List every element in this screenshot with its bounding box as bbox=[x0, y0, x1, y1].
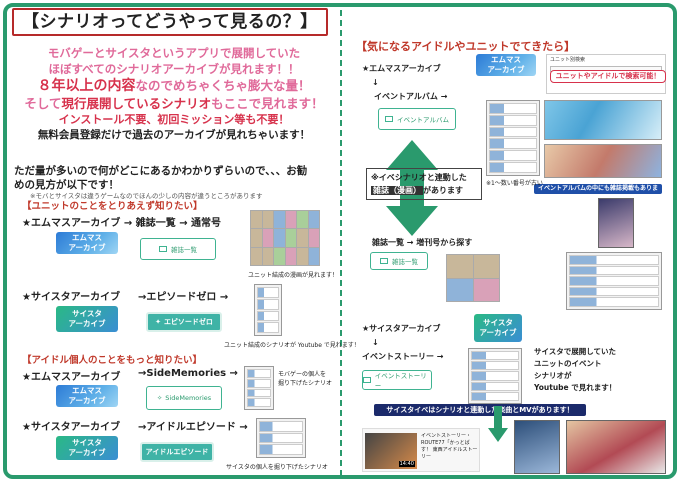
story-icon bbox=[363, 377, 371, 383]
step-event-story: イベントストーリー → bbox=[362, 352, 444, 361]
album-magazine-note: イベントアルバムの中にも雑誌掲載もあります！ bbox=[534, 184, 662, 202]
mmas-archive-button[interactable]: エムマス アーカイブ bbox=[56, 232, 118, 254]
row4-caption: サイスタの個人を掘り下げたシナリオ bbox=[226, 464, 328, 471]
row3-label-2: →SideMemories → bbox=[138, 368, 238, 379]
album-icon bbox=[385, 116, 394, 122]
star-icon: ✦ bbox=[155, 318, 161, 326]
step-saista-archive: ★サイスタアーカイブ bbox=[362, 324, 441, 333]
recommend-note: ※モバとサイスタは違うゲームなのでほんの少しの内容が違うところがあります bbox=[30, 192, 263, 200]
event-story-thumbnail bbox=[468, 348, 522, 404]
row2-label-2: →エピソードゼロ → bbox=[138, 292, 229, 303]
right-title: 【気になるアイドルやユニットでてきたら】 bbox=[356, 40, 576, 53]
youtube-card-title: イベントストーリー・ ROUTE77「かっとば す！ 東西アイドルストーリー bbox=[421, 433, 478, 460]
saista-archive-button-3[interactable]: サイスタ アーカイブ bbox=[474, 314, 522, 342]
episode-zero-thumbnail bbox=[254, 284, 282, 336]
down-arrow-icon bbox=[488, 406, 508, 442]
intro-line-5: インストール不要、初回ミッション等も不要！ bbox=[58, 113, 290, 126]
unit-list-thumbnail bbox=[566, 252, 662, 310]
saista-archive-button-2[interactable]: サイスタ アーカイブ bbox=[56, 436, 118, 460]
mmas-archive-button-2[interactable]: エムマス アーカイブ bbox=[56, 385, 118, 407]
magazine-list-button-2[interactable]: 雑誌一覧 bbox=[370, 252, 428, 270]
saista-archive-button[interactable]: サイスタ アーカイブ bbox=[56, 306, 118, 332]
event-story-button[interactable]: イベントストーリー bbox=[362, 370, 432, 390]
row2-label: ★サイスタアーカイブ bbox=[22, 292, 121, 303]
section-idol-heading: 【アイドル個人のことをもっと知りたい】 bbox=[22, 355, 203, 366]
row1-label: ★エムマスアーカイブ → 雑誌一覧 → 通常号 bbox=[22, 218, 222, 229]
section-unit-heading: 【ユニットのことをとりあえず知りたい】 bbox=[22, 201, 203, 212]
magazine-list-button[interactable]: 雑誌一覧 bbox=[140, 238, 216, 260]
sidememories-thumbnail bbox=[244, 366, 274, 410]
idol-episode-button[interactable]: アイドルエピソード bbox=[140, 442, 214, 462]
row3-label: ★エムマスアーカイブ bbox=[22, 372, 121, 383]
album-order-note: ※1～数い番号が古い bbox=[486, 180, 543, 187]
mv-note-bar: サイスタイベはシナリオと連動した楽曲とMVがあります！ bbox=[374, 404, 586, 416]
extra-issue-thumbnail bbox=[446, 254, 500, 302]
unit-search-label: ユニット別検索 bbox=[550, 57, 586, 63]
step-magazine-extra: 雑誌一覧 → 増刊号から探す bbox=[372, 238, 473, 247]
event-banner-1 bbox=[544, 100, 662, 140]
sidememories-button[interactable]: ✧SideMemories bbox=[146, 386, 222, 410]
search-callout: ユニットやアイドルで検索可能！ bbox=[550, 70, 666, 83]
intro-line-6: 無料会員登録だけで過去のアーカイブが見れちゃいます！ bbox=[37, 129, 311, 141]
row4-label: ★サイスタアーカイブ bbox=[22, 422, 121, 433]
magazine-grid-thumbnail bbox=[250, 210, 320, 266]
youtube-video-card[interactable]: 14:40 イベントストーリー・ ROUTE77「かっとば す！ 東西アイドルス… bbox=[362, 428, 480, 472]
center-divider bbox=[340, 10, 342, 476]
tie-in-magazine-note: ※イベシナリオと連動した 雑誌（漫画）があります bbox=[366, 168, 482, 200]
row1-caption: ユニット結成の漫画が見れます！ bbox=[248, 272, 339, 279]
event-banner-2 bbox=[544, 144, 662, 178]
event-album-list-thumbnail bbox=[486, 100, 540, 176]
event-album-button[interactable]: イベントアルバム bbox=[378, 108, 456, 130]
step-arrow-2: ↓ bbox=[372, 338, 379, 347]
youtube-thumbnail: 14:40 bbox=[365, 433, 417, 469]
mv-thumbnail-1 bbox=[514, 420, 560, 474]
youtube-duration: 14:40 bbox=[398, 461, 415, 467]
intro-line-4: そして現行展開しているシナリオもここで見れます！ bbox=[24, 96, 324, 111]
magazine-cover-thumbnail bbox=[598, 198, 634, 248]
idol-episode-thumbnail bbox=[256, 418, 306, 458]
row3-caption: モバゲーの個人を 掘り下げたシナリオ bbox=[278, 371, 333, 387]
row2-caption: ユニット結成のシナリオが Youtube で見れます！ bbox=[224, 342, 360, 349]
step-event-album: イベントアルバム → bbox=[374, 92, 448, 101]
mmas-archive-button-3[interactable]: エムマス アーカイブ bbox=[476, 54, 536, 76]
book-icon-2 bbox=[380, 258, 388, 264]
intro-line-2: ほぼすべてのシナリオアーカイブが見れます！！ bbox=[48, 62, 300, 76]
youtube-note: サイスタで展開していた ユニットのイベント シナリオが Youtube で見れま… bbox=[534, 347, 617, 392]
intro-block: モバゲーとサイスタというアプリで展開していた ほぼすべてのシナリオアーカイブが見… bbox=[14, 45, 334, 143]
row4-label-2: →アイドルエピソード → bbox=[138, 422, 248, 433]
intro-line-1: モバゲーとサイスタというアプリで展開していた bbox=[47, 46, 301, 60]
book-icon bbox=[159, 246, 167, 252]
intro-line-3: ８年以上の内容なのでめちゃくちゃ膨大な量！ bbox=[37, 78, 311, 94]
page-title: 【シナリオってどうやって見るの？】 bbox=[12, 8, 328, 36]
episode-zero-button[interactable]: ✦エピソードゼロ bbox=[146, 312, 222, 332]
step-arrow-1: ↓ bbox=[372, 78, 379, 87]
sparkle-icon: ✧ bbox=[156, 394, 163, 402]
mv-thumbnail-2 bbox=[566, 420, 666, 474]
step-mmas-archive: ★エムマスアーカイブ bbox=[362, 64, 441, 73]
recommend-text: ただ量が多いので何がどこにあるかわかりずらいので、、、お勧めの見方が以下です！ bbox=[14, 165, 308, 191]
